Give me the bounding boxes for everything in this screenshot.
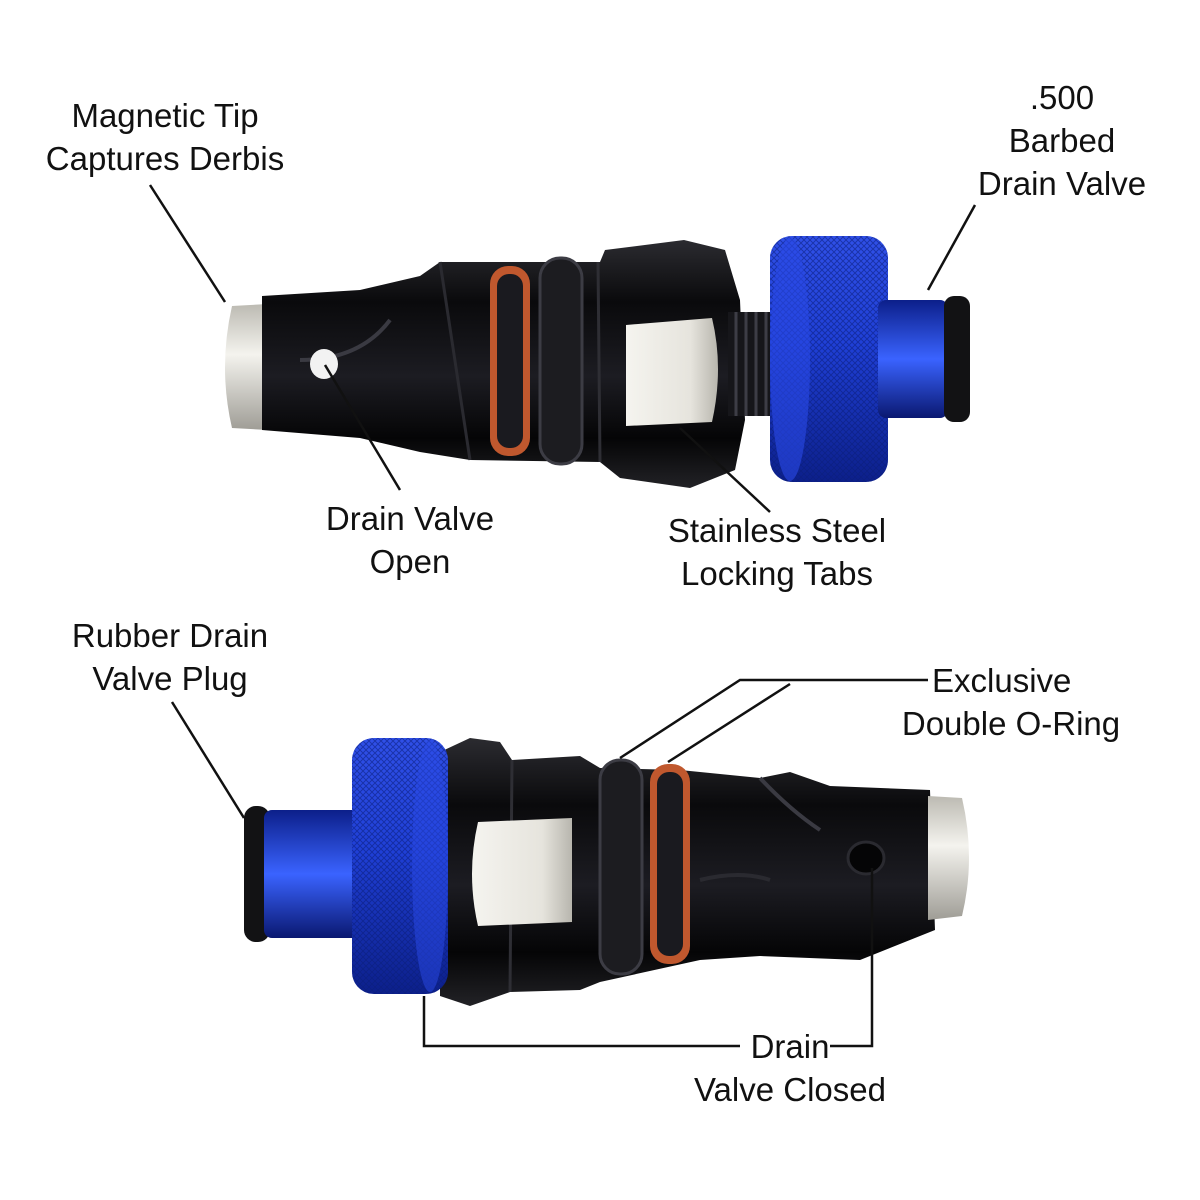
label-locking-tabs-line1: Stainless Steel (667, 512, 887, 549)
leader-rubber-plug (170, 701, 246, 819)
label-magnetic-tip-line1: Magnetic Tip (71, 97, 259, 134)
label-magnetic-tip: Magnetic Tip Captures Derbis (30, 94, 300, 180)
leader-double-oring-b (667, 682, 791, 764)
label-double-oring-line2: Double O-Ring (901, 705, 1121, 742)
label-drain-open: Drain Valve Open (300, 497, 520, 583)
label-magnetic-tip-line2: Captures Derbis (45, 140, 285, 177)
label-rubber-plug: Rubber Drain Valve Plug (50, 614, 290, 700)
top-locking-tab (626, 318, 718, 426)
top-black-oring (538, 256, 584, 466)
label-drain-closed-line2: Valve Closed (694, 1071, 886, 1108)
leader-barbed-drain (926, 204, 977, 291)
leader-drain-open (323, 364, 402, 491)
bottom-black-oring (598, 758, 644, 976)
label-barbed-drain-line1: .500 (1029, 79, 1095, 116)
leader-drain-closed-right (830, 868, 874, 1048)
top-valve (225, 236, 970, 488)
magnetic-tip-top (225, 304, 268, 430)
leader-lines (148, 184, 977, 1048)
label-double-oring-line1: Exclusive (932, 662, 1072, 699)
leader-locking-tabs (679, 427, 771, 513)
bottom-rubber-plug (244, 806, 270, 942)
top-blue-barb (878, 300, 948, 418)
bottom-blue-tip (264, 810, 364, 938)
bottom-locking-tab (472, 818, 572, 926)
label-barbed-drain: .500 Barbed Drain Valve (962, 76, 1162, 205)
drain-hole-open (310, 349, 338, 379)
label-double-oring: Exclusive Double O-Ring (880, 659, 1142, 745)
label-rubber-plug-line2: Valve Plug (92, 660, 248, 697)
label-drain-open-line1: Drain Valve (325, 500, 495, 537)
label-locking-tabs-line2: Locking Tabs (680, 555, 874, 592)
magnetic-tip-bottom (928, 796, 969, 920)
leader-magnetic-tip (148, 184, 227, 303)
leader-double-oring-a (619, 678, 928, 760)
bottom-valve (244, 738, 969, 1006)
label-locking-tabs: Stainless Steel Locking Tabs (646, 509, 908, 595)
top-rubber-plug (944, 296, 970, 422)
label-drain-closed: Drain Valve Closed (680, 1025, 900, 1111)
drain-hole-closed (846, 840, 886, 876)
label-drain-open-line2: Open (369, 543, 451, 580)
label-barbed-drain-line2: Barbed (1008, 122, 1116, 159)
leader-drain-closed-left (422, 996, 740, 1048)
label-drain-closed-line1: Drain (750, 1028, 830, 1065)
label-barbed-drain-line3: Drain Valve (977, 165, 1147, 202)
label-rubber-plug-line1: Rubber Drain (71, 617, 269, 654)
